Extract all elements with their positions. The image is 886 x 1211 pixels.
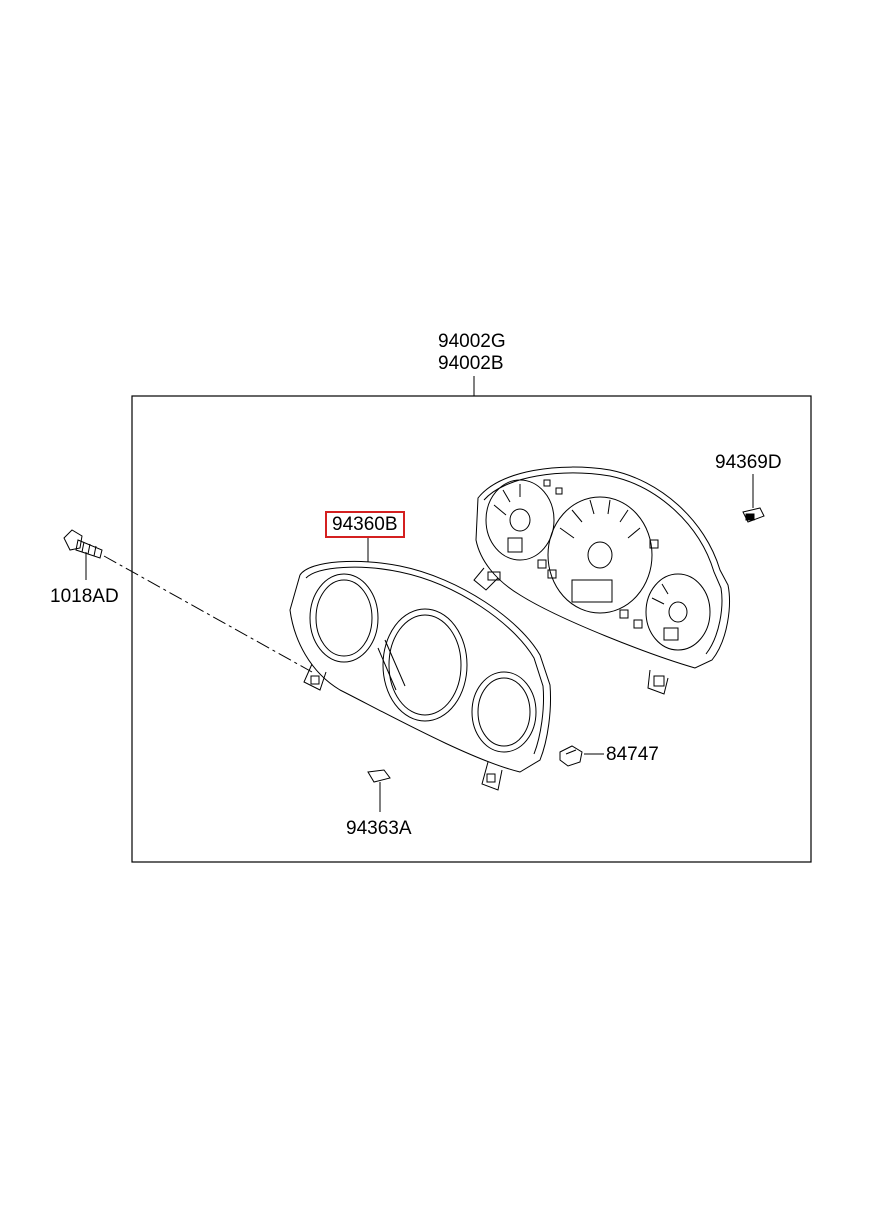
assembly-label-g: 94002G: [438, 331, 506, 352]
screw-label: 1018AD: [50, 586, 119, 607]
clip-label: 94363A: [346, 818, 412, 839]
bulb-socket-label: 94369D: [715, 452, 782, 473]
assembly-label-b: 94002B: [438, 353, 504, 374]
front-housing-label[interactable]: 94360B: [325, 511, 405, 538]
gauge-dial-plate: [473, 466, 730, 695]
connector-label: 84747: [606, 744, 659, 765]
connector-part: [559, 745, 604, 767]
clip-part: [367, 769, 391, 812]
front-housing-part: [289, 538, 551, 791]
bulb-socket-part: [742, 474, 765, 523]
screw-part: [63, 529, 313, 673]
assembly-frame: [131, 395, 812, 863]
